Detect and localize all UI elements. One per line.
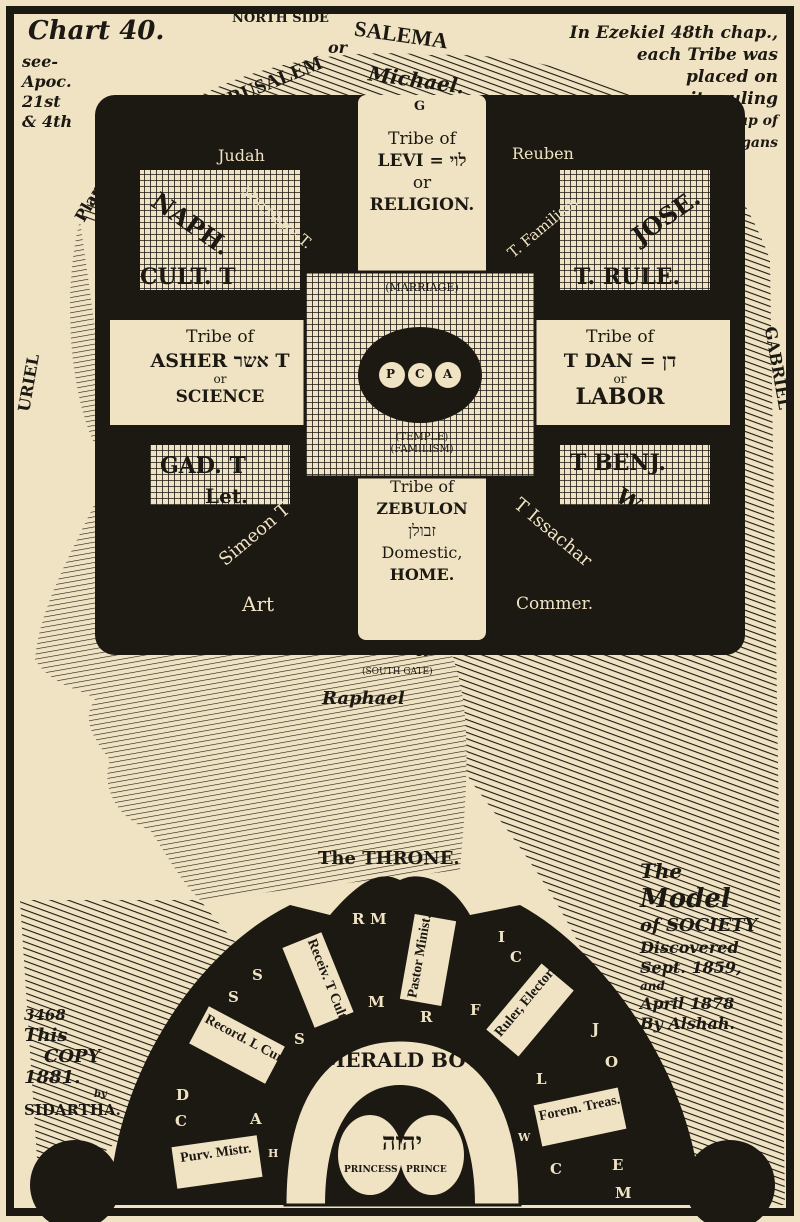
emerald-bow-label: EMERALD BOW. xyxy=(307,1048,493,1072)
fan-letter: M xyxy=(370,910,387,928)
north-side-label: NORTH SIDE xyxy=(232,11,329,26)
model-of-society: of SOCIETY xyxy=(640,915,758,936)
copy-by: by xyxy=(94,1089,107,1100)
copy-this: This xyxy=(24,1025,68,1046)
tribe-benj: T BENJ. xyxy=(570,450,666,476)
throne-label: The THRONE. xyxy=(318,848,460,869)
fan-letter: S xyxy=(294,1030,305,1048)
copy-copy: COPY xyxy=(44,1046,101,1067)
copy-year: 1881. xyxy=(24,1067,81,1088)
fan-letter: I xyxy=(498,928,506,946)
gad-let: Let. xyxy=(205,484,248,508)
center-letter-d: D xyxy=(415,344,424,355)
fan-letter: S xyxy=(252,966,263,984)
fan-letter: J xyxy=(592,1020,600,1038)
chart-number: Chart 40. xyxy=(28,16,165,46)
gate-letter-bottom: K xyxy=(416,645,428,660)
copy-note: 3468 This COPY 1881. by SIDARTHA. xyxy=(24,1005,121,1120)
fan-letter: C xyxy=(510,948,522,966)
model-date-2: April 1878 xyxy=(640,994,735,1013)
model-date-1: Sept. 1859, xyxy=(640,958,742,977)
fan-letter: M xyxy=(615,1184,632,1202)
model-the: The xyxy=(640,859,683,883)
see-apoc-note: see-Apoc.21st& 4th xyxy=(22,52,73,131)
jose-rule: T. RULE. xyxy=(574,264,681,290)
fan-letter: L xyxy=(536,1070,547,1088)
fan-letter: F xyxy=(470,1001,481,1019)
fan-letter: R xyxy=(352,910,365,928)
model-discovered: Discovered xyxy=(640,938,739,957)
fan-letter: C xyxy=(175,1112,187,1130)
center-letter-c: C xyxy=(415,367,425,381)
fan-letter: E xyxy=(612,1156,624,1174)
tribe-judah: Judah xyxy=(218,146,265,165)
fan-letter: S xyxy=(228,988,239,1006)
fan-letter: A xyxy=(250,1110,262,1128)
south-gate-label: (SOUTH GATE) xyxy=(362,667,433,677)
fan-letter: H xyxy=(268,1147,279,1160)
quadrant-ne xyxy=(560,170,710,290)
hair-shape xyxy=(80,53,785,1205)
gate-letter-right: G xyxy=(730,367,742,382)
quadrant-se xyxy=(560,445,710,505)
tribe-gad: GAD. T xyxy=(160,453,246,479)
model-author: By Alshah. xyxy=(640,1014,736,1033)
face-shape xyxy=(35,220,467,900)
fan-letter: D xyxy=(176,1086,190,1104)
quadrant-nw xyxy=(140,170,300,290)
angel-raphael: Raphael xyxy=(322,688,405,709)
gate-label-sw: GATE xyxy=(262,639,288,649)
fan-letter: W xyxy=(518,1131,531,1144)
tribe-reuben: Reuben xyxy=(512,144,574,163)
prince-label: PRINCE xyxy=(406,1165,447,1175)
simeon-art: Art xyxy=(242,592,275,616)
center-letter-p: P xyxy=(386,367,396,381)
gate-letter-left: E xyxy=(100,367,110,382)
fan-letter: O xyxy=(605,1053,619,1071)
hebrew-name: יהוה xyxy=(381,1127,423,1156)
gate-label-se: GATE xyxy=(548,639,574,649)
model-of-society-note: The Model of SOCIETY Discovered Sept. 18… xyxy=(640,858,757,1034)
quadrant-sw xyxy=(150,445,290,505)
fan-letter: R xyxy=(420,1008,433,1026)
frame-border xyxy=(6,6,794,1216)
copy-number: 3468 xyxy=(24,1006,66,1024)
issachar-commer: Commer. xyxy=(516,594,594,614)
or-label: or xyxy=(328,38,348,57)
fan-letter: C xyxy=(550,1160,562,1178)
fan-letter: M xyxy=(368,993,385,1011)
model-model: Model xyxy=(640,884,731,914)
princess-label: PRINCESS xyxy=(344,1165,398,1175)
gate-letter-top: G xyxy=(414,99,426,114)
model-and: and xyxy=(640,979,665,993)
copy-sidartha: SIDARTHA. xyxy=(24,1101,121,1119)
marriage-top-label: (MARRIAGE) xyxy=(385,281,459,294)
naph-cult: CULT. T xyxy=(140,264,236,290)
center-letter-a: A xyxy=(443,367,453,381)
